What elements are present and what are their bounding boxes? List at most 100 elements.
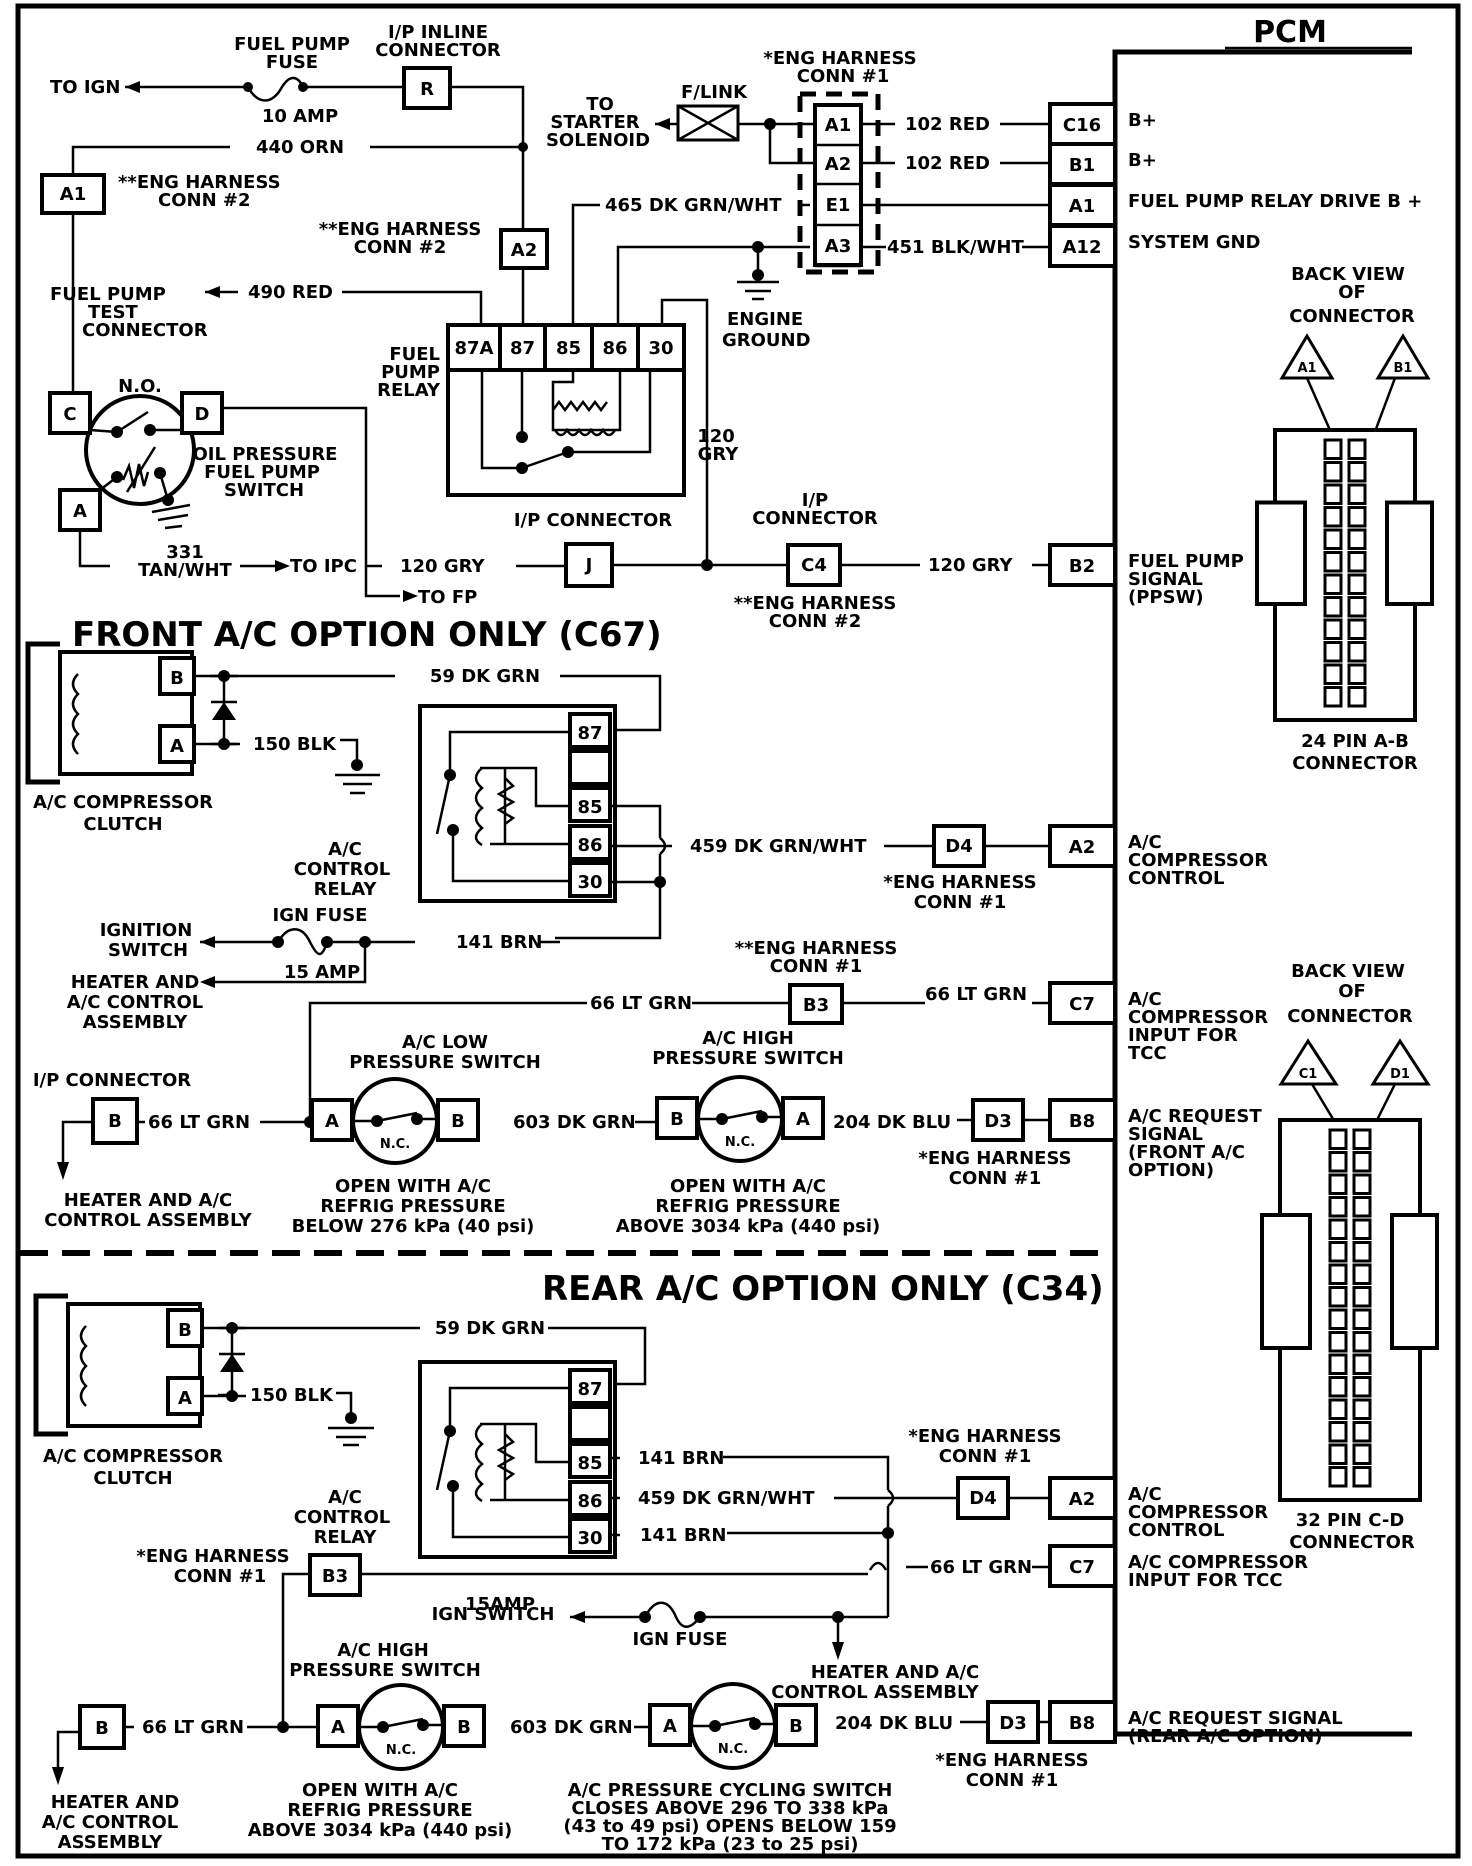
- ab-heading-2: OF: [1338, 282, 1366, 303]
- cd-caption-2: CONNECTOR: [1289, 1532, 1415, 1553]
- connector-cavity: [1328, 1331, 1348, 1353]
- rear-high-switch-label-1: A/C HIGH: [337, 1640, 429, 1661]
- front-fuse-rating: 15 AMP: [284, 962, 360, 983]
- fuel-pump-fuse-rating: 10 AMP: [262, 106, 338, 127]
- relay-pin-label: 87: [577, 1379, 602, 1400]
- relay-coil: [474, 767, 484, 847]
- pcm-pin-label: (REAR A/C OPTION): [1128, 1726, 1322, 1747]
- eng2-a2-label-1: **ENG HARNESS: [319, 219, 482, 240]
- connector-cavity: [1328, 1286, 1348, 1308]
- pcm-pin-box: [1048, 543, 1117, 587]
- fp-relay-pin-box: [446, 323, 502, 372]
- pcm-pin-label: A/C: [1128, 989, 1162, 1010]
- clutch-pin-a: A: [170, 736, 184, 757]
- ip-c4-pin: C4: [801, 555, 827, 576]
- front-heater-upper-2: A/C CONTROL: [67, 992, 203, 1013]
- switch-nc-label: N.C.: [725, 1135, 755, 1150]
- connector-cavity: [1347, 663, 1367, 685]
- arrow-right-icon: [275, 560, 290, 572]
- relay-pin-box: [568, 1480, 612, 1517]
- pcm-pin-label: B+: [1128, 150, 1157, 171]
- rear-ac-circuit: REAR A/C OPTION ONLY (C34) BA A/C COMPRE…: [33, 1269, 1104, 1855]
- front-relay-label-1: A/C: [328, 839, 362, 860]
- connector-cavity: [1347, 596, 1367, 618]
- test-connector-label-2: TEST: [88, 302, 139, 323]
- rear-high-note-2: REFRIG PRESSURE: [287, 1800, 472, 1821]
- front-ign-switch-2: SWITCH: [108, 940, 188, 961]
- ab-heading-3: CONNECTOR: [1289, 306, 1415, 327]
- pcm-pin-id: A2: [1069, 1489, 1095, 1510]
- switch-pin-left: A: [331, 1717, 345, 1738]
- front-wire-603-label: 603 DK GRN: [513, 1112, 636, 1133]
- clutch-housing: [33, 1293, 68, 1437]
- rear-wire-459-label: 459 DK GRN/WHT: [638, 1488, 815, 1509]
- front-ac-circuit: FRONT A/C OPTION ONLY (C67) BA A/C COMPR…: [25, 615, 1072, 1237]
- engine-ground-label-2: GROUND: [722, 330, 811, 351]
- switch-pin-box: [648, 1703, 692, 1747]
- relay-switch-arm: [435, 1430, 452, 1491]
- oil-switch-pin-d: D: [195, 404, 210, 425]
- relay-pin-label: 86: [577, 835, 602, 856]
- ip-inline-label-1: I/P INLINE: [388, 22, 488, 43]
- switch-pin-right: A: [796, 1109, 810, 1130]
- rear-heater-mid-1: HEATER AND A/C: [811, 1662, 980, 1683]
- front-wire-150-label: 150 BLK: [253, 734, 337, 755]
- oil-switch-label-1: OIL PRESSURE: [193, 444, 338, 465]
- ip-c4-label-1: I/P: [802, 490, 828, 511]
- fp-relay-label-3: RELAY: [377, 380, 441, 401]
- fuel-pump-fuse-label-2: FUSE: [266, 52, 318, 73]
- connector-cavity: [1352, 1308, 1372, 1330]
- front-ip-connector-label: I/P CONNECTOR: [33, 1070, 191, 1091]
- pcm-pin-id: B8: [1069, 1111, 1095, 1132]
- pcm-pin-box: [1048, 142, 1117, 186]
- pcm-pin-label: INPUT FOR TCC: [1128, 1570, 1283, 1591]
- rear-d4-label-1: *ENG HARNESS: [908, 1426, 1061, 1447]
- clutch-pin-b: B: [170, 668, 184, 689]
- rear-relay-label-3: RELAY: [314, 1527, 378, 1548]
- front-high-note-1: OPEN WITH A/C: [670, 1176, 826, 1197]
- relay-pin-box: [568, 1368, 612, 1405]
- connector-cavity: [1347, 573, 1367, 595]
- rear-b3-pin: B3: [322, 1566, 348, 1587]
- front-wire-66c-label: 66 LT GRN: [148, 1112, 250, 1133]
- pcm-pin-id: C16: [1063, 115, 1101, 136]
- ip-inline-label-2: CONNECTOR: [375, 40, 501, 61]
- switch-nc-label: N.C.: [386, 1743, 416, 1758]
- relay-pin-box: [568, 861, 612, 898]
- pcm-pin-label: CONTROL: [1128, 1520, 1225, 1541]
- clutch-pin-box: [158, 656, 196, 696]
- clutch-coil: [79, 1325, 88, 1407]
- connector-latch: [1390, 1213, 1439, 1350]
- ab-caption-1: 24 PIN A-B: [1301, 731, 1409, 752]
- to-starter-label-3: SOLENOID: [546, 130, 650, 151]
- relay-wire: [448, 1386, 570, 1431]
- relay-pin-label: 30: [577, 872, 602, 893]
- front-low-note-2: REFRIG PRESSURE: [320, 1196, 505, 1217]
- fuel-pump-circuit: TO IGN FUEL PUMP FUSE 10 AMP R I/P INLIN…: [40, 22, 1050, 632]
- ab-caption-2: CONNECTOR: [1292, 753, 1418, 774]
- rear-ign-switch: IGN SWITCH: [432, 1604, 555, 1625]
- pcm-pin-box: [1048, 183, 1117, 227]
- rear-ign-fuse: IGN FUSE: [633, 1629, 728, 1650]
- connector-cavity: [1323, 483, 1343, 505]
- wire-120-vert-2: GRY: [698, 444, 740, 465]
- pcm-pin-label: FUEL PUMP RELAY DRIVE B +: [1128, 191, 1422, 212]
- rear-heater-lower-3: ASSEMBLY: [58, 1832, 164, 1853]
- ip-j-pin: J: [584, 555, 593, 576]
- rear-high-note-3: ABOVE 3034 kPa (440 psi): [248, 1820, 512, 1841]
- rear-wire-141a-label: 141 BRN: [638, 1448, 724, 1469]
- relay-wire: [480, 1422, 570, 1464]
- relay-resistor: [496, 777, 516, 825]
- front-wire-66b-label: 66 LT GRN: [925, 984, 1027, 1005]
- pcm-pin-id: A12: [1063, 237, 1102, 258]
- connector-cavity: [1352, 1421, 1372, 1443]
- ground-icon: [737, 280, 779, 301]
- clutch-pin-a: A: [178, 1388, 192, 1409]
- pcm-pin-label: A/C: [1128, 1484, 1162, 1505]
- relay-pin-label: 85: [577, 797, 602, 818]
- rear-high-note-1: OPEN WITH A/C: [302, 1780, 458, 1801]
